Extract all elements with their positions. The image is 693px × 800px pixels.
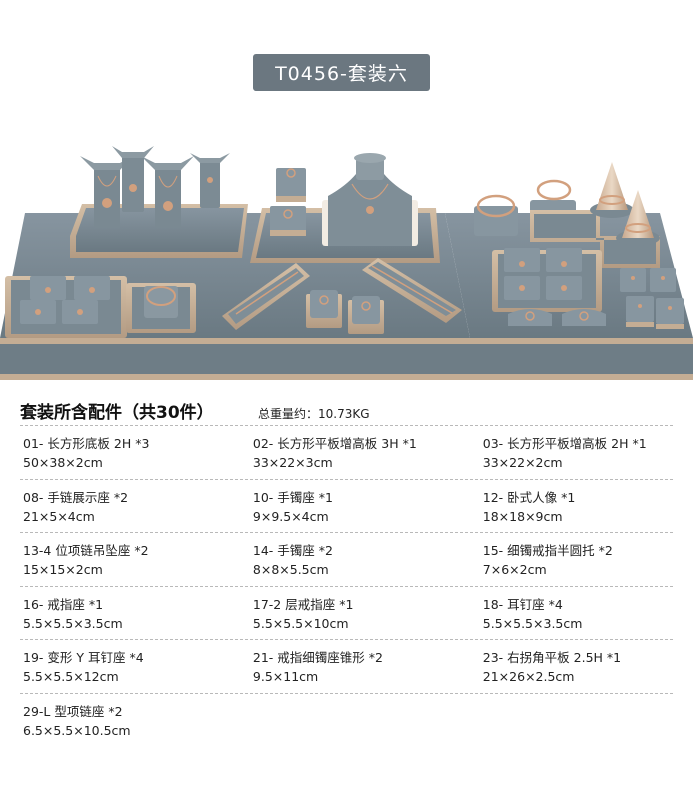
part-name: 21- 戒指细镯座锥形 *2 — [252, 650, 383, 665]
part-name: 23- 右拐角平板 2.5H *1 — [482, 650, 622, 665]
part-name: 15- 细镯戒指半圆托 *2 — [482, 543, 613, 558]
table-row: 19- 变形 Y 耳钉座 *4 5.5×5.5×12cm 21- 戒指细镯座锥形 … — [20, 639, 673, 693]
parts-heading: 套装所含配件（共30件） — [20, 403, 214, 423]
necklace-stands — [80, 146, 230, 228]
part-dimensions: 21×26×2.5cm — [482, 669, 575, 684]
part-item: 15- 细镯戒指半圆托 *2 7×6×2cm — [480, 533, 673, 586]
bracelet-bar-left — [222, 263, 310, 330]
part-dimensions: 33×22×3cm — [252, 455, 333, 470]
part-item: 16- 戒指座 *1 5.5×5.5×3.5cm — [20, 587, 250, 640]
part-item: 10- 手镯座 *1 9×9.5×4cm — [250, 480, 480, 533]
part-name: 17-2 层戒指座 *1 — [252, 596, 354, 612]
part-item: 12- 卧式人像 *1 18×18×9cm — [480, 480, 673, 533]
ring-holders-middle — [306, 290, 384, 334]
part-item: 23- 右拐角平板 2.5H *1 21×26×2.5cm — [480, 640, 673, 693]
part-dimensions: 15×15×2cm — [23, 562, 103, 577]
ring-tower — [270, 168, 306, 236]
part-name: 10- 手镯座 *1 — [252, 489, 333, 505]
pendant-trays-left — [5, 276, 127, 338]
part-name: 03- 长方形平板增高板 2H *1 — [482, 436, 647, 451]
part-item: 03- 长方形平板增高板 2H *1 33×22×2cm — [480, 426, 673, 479]
part-dimensions: 50×38×2cm — [23, 455, 103, 470]
part-name: 16- 戒指座 *1 — [23, 596, 104, 612]
part-name: 08- 手链展示座 *2 — [23, 489, 129, 505]
part-dimensions: 21×5×4cm — [23, 508, 95, 524]
part-dimensions: 33×22×2cm — [482, 455, 563, 470]
bracelet-bar-right — [362, 258, 462, 323]
table-row: 08- 手链展示座 *2 21×5×4cm 10- 手镯座 *1 9×9.5×4cm… — [20, 478, 673, 533]
part-dimensions: 5.5×5.5×10cm — [252, 615, 349, 631]
half-round-ring-holders — [508, 309, 606, 326]
part-name: 19- 变形 Y 耳钉座 *4 — [23, 650, 144, 665]
part-item: 17-2 层戒指座 *1 5.5×5.5×10cm — [250, 587, 480, 640]
part-name: 01- 长方形底板 2H *3 — [23, 436, 150, 451]
part-dimensions: 9×9.5×4cm — [252, 508, 329, 524]
table-row: 29-L 型项链座 *2 6.5×5.5×10.5cm — [20, 692, 673, 747]
table-row: 13-4 位项链吊坠座 *2 15×15×2cm 14- 手镯座 *2 8×8×5.… — [20, 532, 673, 586]
part-dimensions: 7×6×2cm — [482, 562, 547, 577]
part-item: 02- 长方形平板增高板 3H *1 33×22×3cm — [250, 426, 480, 479]
product-title: T0456-套装六 — [275, 63, 408, 85]
cone-ring-stands — [590, 162, 660, 246]
part-dimensions: 5.5×5.5×3.5cm — [482, 615, 583, 631]
part-dimensions: 5.5×5.5×12cm — [23, 669, 119, 684]
part-dimensions: 9.5×11cm — [252, 669, 319, 684]
part-name: 14- 手镯座 *2 — [252, 543, 333, 558]
part-dimensions: 6.5×5.5×10.5cm — [23, 722, 131, 738]
part-name: 29-L 型项链座 *2 — [23, 703, 123, 719]
table-row: 01- 长方形底板 2H *3 50×38×2cm 02- 长方形平板增高板 3H… — [20, 425, 673, 479]
product-photo — [0, 146, 693, 380]
bangle-stand-left — [126, 283, 196, 333]
earring-stands-right — [620, 268, 684, 329]
parts-table: 01- 长方形底板 2H *3 50×38×2cm 02- 长方形平板增高板 3H… — [0, 425, 693, 746]
part-name: 13-4 位项链吊坠座 *2 — [23, 543, 149, 558]
table-row: 16- 戒指座 *1 5.5×5.5×3.5cm 17-2 层戒指座 *1 5.5×… — [20, 585, 673, 640]
part-item: 21- 戒指细镯座锥形 *2 9.5×11cm — [250, 640, 480, 693]
parts-summary: 套装所含配件（共30件） 总重量约：10.73KG — [20, 398, 680, 424]
part-name: 18- 耳钉座 *4 — [482, 596, 563, 612]
part-item: 01- 长方形底板 2H *3 50×38×2cm — [20, 426, 250, 479]
total-weight: 总重量约：10.73KG — [258, 407, 370, 421]
part-name: 02- 长方形平板增高板 3H *1 — [252, 436, 417, 451]
part-item: 08- 手链展示座 *2 21×5×4cm — [20, 480, 250, 533]
part-dimensions: 8×8×5.5cm — [252, 562, 329, 577]
part-dimensions: 5.5×5.5×3.5cm — [23, 615, 123, 631]
pendant-tray-right — [492, 248, 602, 312]
part-dimensions: 18×18×9cm — [482, 508, 563, 524]
part-item: 14- 手镯座 *2 8×8×5.5cm — [250, 533, 480, 586]
corner-plate-right — [530, 210, 660, 268]
bust-display — [322, 153, 418, 246]
part-item: 29-L 型项链座 *2 6.5×5.5×10.5cm — [20, 694, 258, 747]
part-item: 13-4 位项链吊坠座 *2 15×15×2cm — [20, 533, 250, 586]
product-title-badge: T0456-套装六 — [253, 54, 430, 91]
part-item: 19- 变形 Y 耳钉座 *4 5.5×5.5×12cm — [20, 640, 250, 693]
part-name: 12- 卧式人像 *1 — [482, 489, 576, 505]
part-item: 18- 耳钉座 *4 5.5×5.5×3.5cm — [480, 587, 673, 640]
